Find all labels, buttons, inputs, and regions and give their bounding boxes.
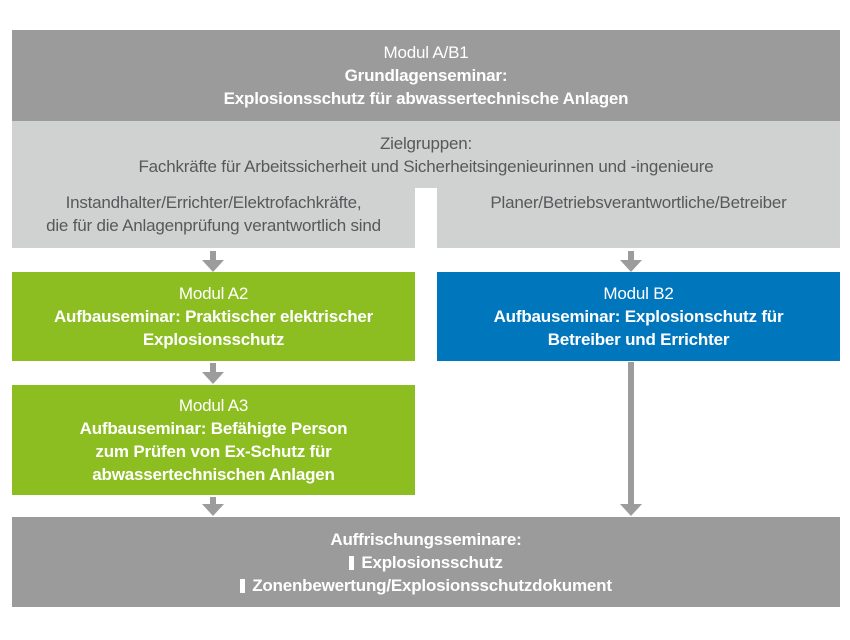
arrow-down-icon bbox=[202, 372, 224, 384]
arrow-down-icon bbox=[202, 260, 224, 272]
arrow-a3-to-refresher bbox=[202, 497, 224, 516]
arrow-down-icon bbox=[620, 504, 642, 516]
arrow-b2-to-refresher bbox=[620, 362, 642, 516]
module-b2-box: Modul B2 Aufbauseminar: Explosionschutz … bbox=[437, 272, 840, 361]
target-groups-strip: Zielgruppen: Fachkräfte für Arbeitssiche… bbox=[12, 121, 840, 188]
arrow-right-to-b2 bbox=[620, 251, 642, 272]
refresher-item-1-label: Explosionsschutz bbox=[361, 552, 503, 572]
target-group-left-line1: Instandhalter/Errichter/Elektrofachkräft… bbox=[65, 193, 362, 212]
module-ab1-topic: Explosionsschutz für abwassertechnische … bbox=[223, 89, 629, 108]
target-group-right-line1: Planer/Betriebsverantwortliche/Betreiber bbox=[490, 193, 787, 212]
arrow-left-to-a2 bbox=[202, 251, 224, 272]
target-groups-subtitle: Fachkräfte für Arbeitssicherheit und Sic… bbox=[138, 156, 714, 176]
module-a2-box: Modul A2 Aufbauseminar: Praktischer elek… bbox=[12, 272, 415, 361]
refresher-item-1: Explosionsschutz bbox=[349, 551, 503, 574]
bullet-bar-icon bbox=[240, 579, 246, 593]
arrow-stem bbox=[210, 363, 216, 372]
module-a3-line1: Aufbauseminar: Befähigte Person bbox=[79, 419, 348, 438]
module-a2-title: Modul A2 bbox=[178, 284, 249, 303]
module-a3-title: Modul A3 bbox=[178, 396, 249, 415]
arrow-down-icon bbox=[202, 504, 224, 516]
refresher-seminars-bar: Auffrischungsseminare: Explosionsschutz … bbox=[12, 517, 840, 607]
module-ab1-subtitle: Grundlagenseminar: bbox=[344, 66, 508, 85]
refresher-title: Auffrischungsseminare: bbox=[330, 529, 522, 549]
refresher-item-2: Zonenbewertung/Explosionsschutzdokument bbox=[240, 574, 612, 597]
target-group-left-line2: die für die Anlagenprüfung verantwortlic… bbox=[46, 216, 381, 235]
module-a2-line2: Explosionsschutz bbox=[142, 330, 285, 349]
module-a3-box: Modul A3 Aufbauseminar: Befähigte Person… bbox=[12, 385, 415, 495]
module-b2-line2: Betreiber und Errichter bbox=[547, 330, 730, 349]
module-b2-title: Modul B2 bbox=[603, 284, 674, 303]
arrow-stem bbox=[210, 251, 216, 260]
bullet-bar-icon bbox=[349, 556, 355, 570]
refresher-item-2-label: Zonenbewertung/Explosionsschutzdokument bbox=[252, 575, 612, 595]
module-ab1-title: Modul A/B1 bbox=[383, 43, 469, 62]
module-a3-line3: abwassertechnischen Anlagen bbox=[92, 465, 335, 484]
target-groups-title: Zielgruppen: bbox=[379, 133, 473, 153]
module-b2-line1: Aufbauseminar: Explosionschutz für bbox=[493, 307, 784, 326]
arrow-stem bbox=[628, 362, 634, 504]
module-a2-line1: Aufbauseminar: Praktischer elektrischer bbox=[53, 307, 374, 326]
target-group-left-block: Instandhalter/Errichter/Elektrofachkräft… bbox=[12, 188, 415, 248]
arrow-down-icon bbox=[620, 260, 642, 272]
arrow-a2-to-a3 bbox=[202, 363, 224, 384]
arrow-stem bbox=[628, 251, 634, 260]
arrow-stem bbox=[210, 497, 216, 504]
target-group-right-block: Planer/Betriebsverantwortliche/Betreiber bbox=[437, 188, 840, 248]
module-ab1-header-bar: Modul A/B1 Grundlagenseminar: Explosions… bbox=[12, 30, 840, 121]
module-a3-line2: zum Prüfen von Ex-Schutz für bbox=[95, 442, 332, 461]
